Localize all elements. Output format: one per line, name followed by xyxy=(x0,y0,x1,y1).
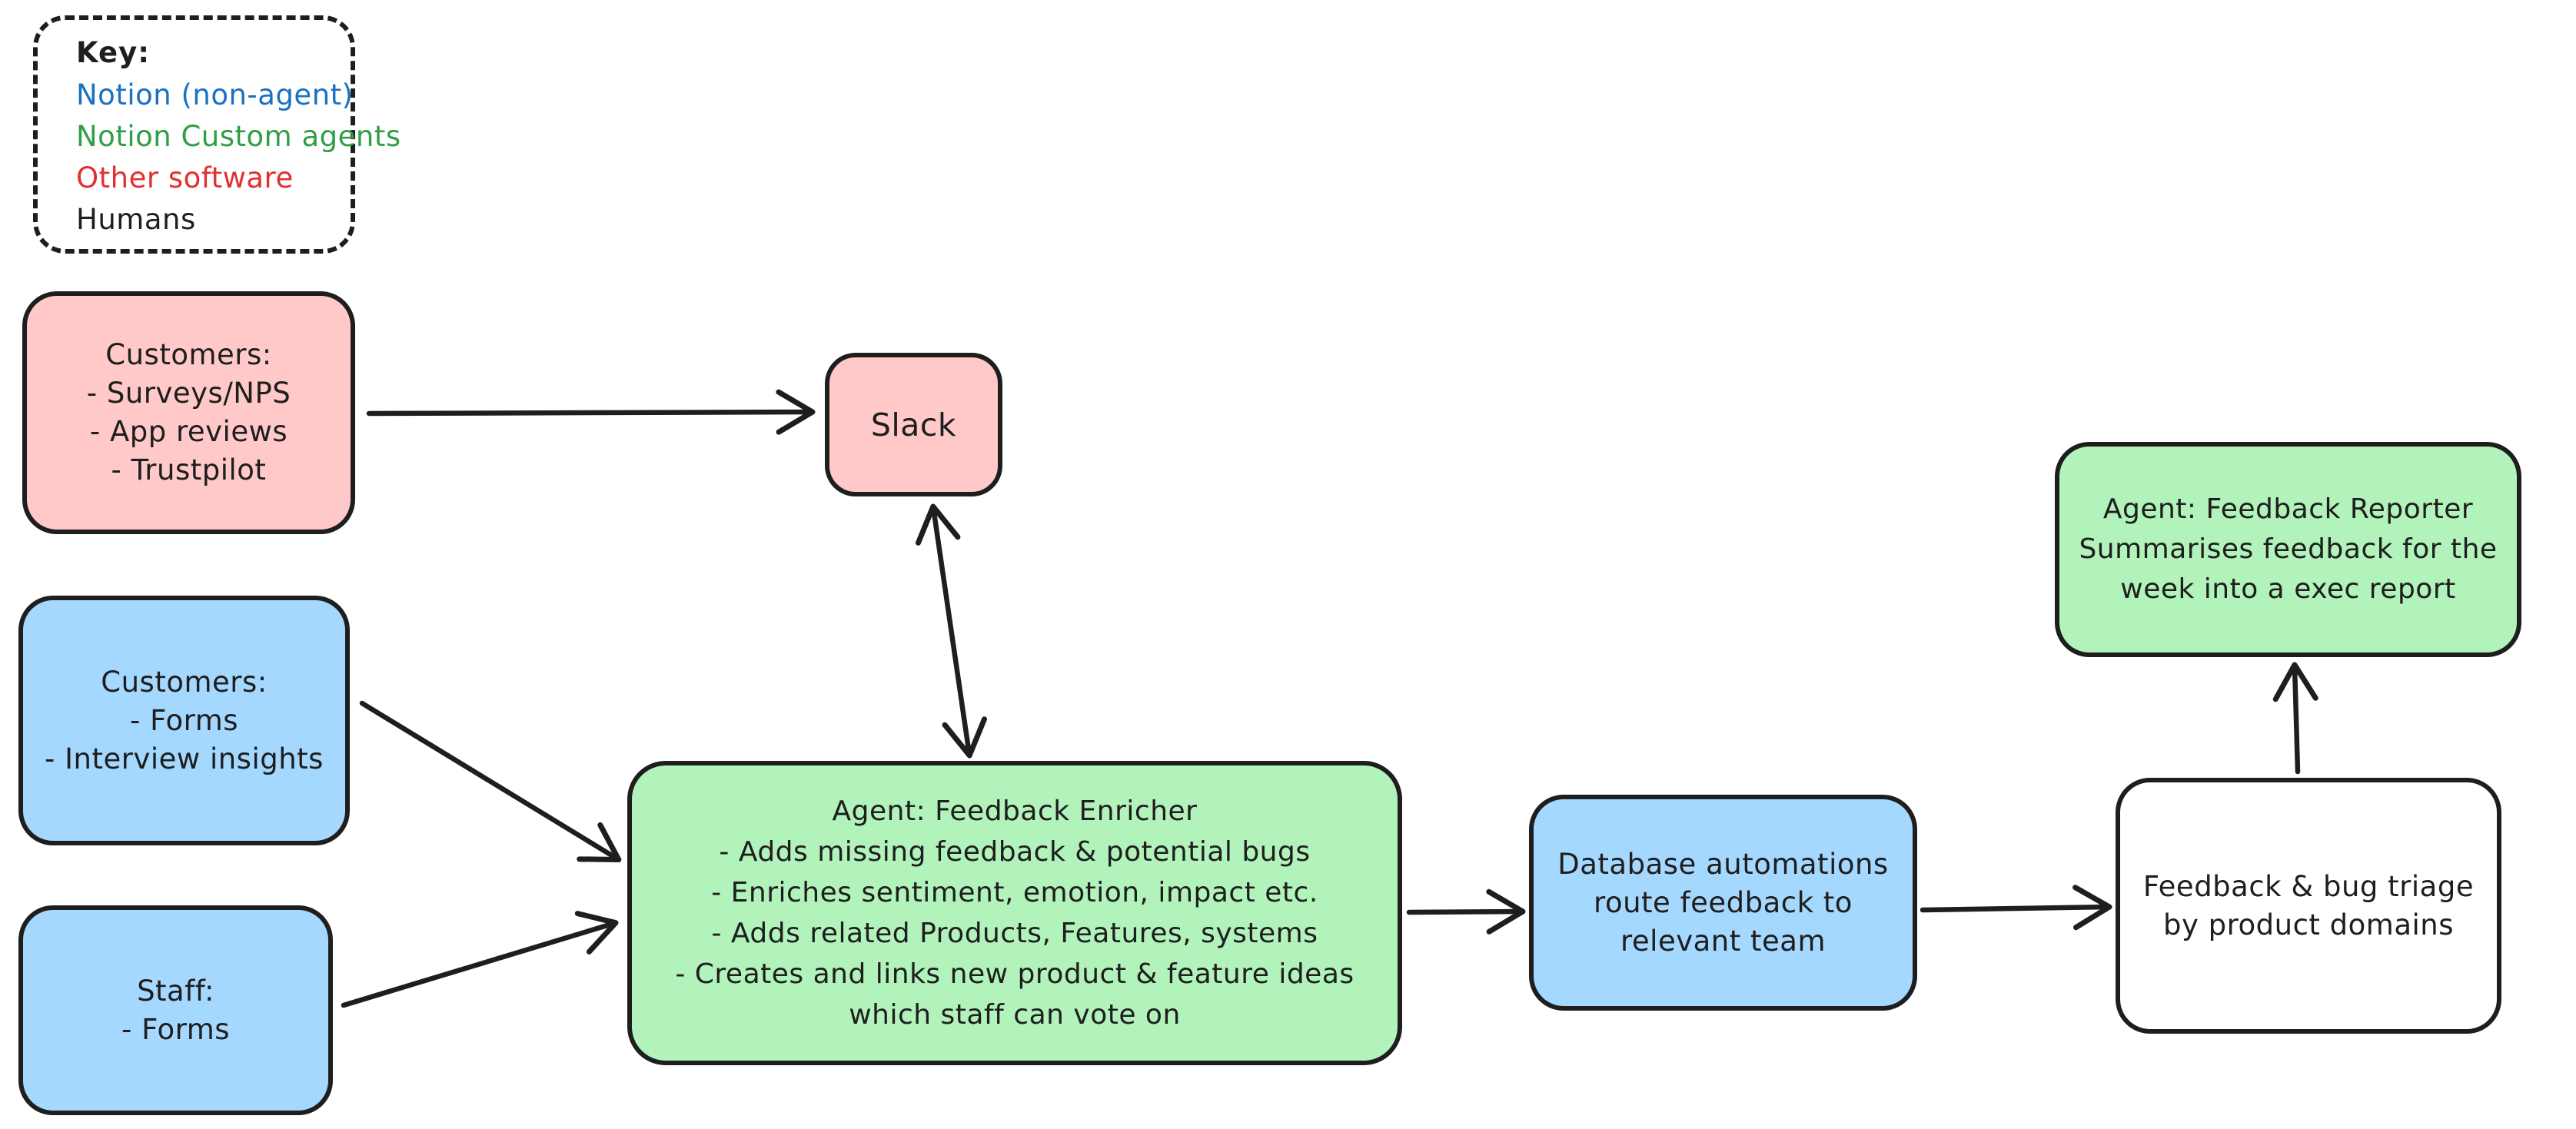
node-line: Feedback & bug triage xyxy=(2142,869,2475,903)
legend-key: Key: Notion (non-agent) Notion Custom ag… xyxy=(33,15,401,254)
node-line: - Surveys/NPS xyxy=(86,377,291,410)
node-line: - Trustpilot xyxy=(111,453,267,486)
arrow-slack-to-feedback-enricher-two-way xyxy=(915,503,988,759)
node-line: - Creates and links new product & featur… xyxy=(675,958,1354,990)
node-line: - Forms xyxy=(129,703,239,737)
arrow-staff-forms-to-feedback-enricher xyxy=(341,911,619,1008)
node-line: Customers: xyxy=(105,338,272,371)
arrow-feedback-triage-to-feedback-reporter xyxy=(2272,662,2318,775)
node-line: route feedback to xyxy=(1594,885,1853,919)
node-line: which staff can vote on xyxy=(849,999,1181,1031)
node-slack: Slack xyxy=(825,353,1002,496)
node-line: - Interview insights xyxy=(45,742,324,775)
node-line: relevant team xyxy=(1620,924,1826,958)
node-line: Agent: Feedback Enricher xyxy=(832,795,1198,827)
node-customers-sources: Customers: - Surveys/NPS - App reviews -… xyxy=(22,291,355,534)
node-agent-feedback-enricher: Agent: Feedback Enricher - Adds missing … xyxy=(627,761,1402,1065)
arrow-customers-sources-to-slack xyxy=(366,389,816,435)
arrow-customers-forms-to-feedback-enricher xyxy=(359,700,622,863)
legend-title: Key: xyxy=(76,36,151,69)
legend-item-notion-non-agent: Notion (non-agent) xyxy=(76,78,354,111)
node-customers-forms: Customers: - Forms - Interview insights xyxy=(18,596,350,845)
node-line: Database automations xyxy=(1557,847,1889,881)
node-line: - App reviews xyxy=(89,415,288,448)
node-line: - Enriches sentiment, emotion, impact et… xyxy=(711,877,1318,908)
node-line: by product domains xyxy=(2162,908,2455,941)
node-line: Slack xyxy=(870,406,957,443)
node-line: - Adds missing feedback & potential bugs xyxy=(719,836,1311,868)
legend-item-humans: Humans xyxy=(76,203,196,236)
node-line: - Adds related Products, Features, syste… xyxy=(711,918,1318,949)
node-staff-forms: Staff: - Forms xyxy=(18,905,333,1115)
node-line: - Forms xyxy=(121,1012,231,1046)
node-line: Customers: xyxy=(101,665,268,699)
node-line: week into a exec report xyxy=(2120,573,2456,605)
node-database-automations: Database automations route feedback to r… xyxy=(1529,795,1917,1011)
node-line: Staff: xyxy=(137,974,214,1008)
arrow-database-automations-to-feedback-triage xyxy=(1920,885,2112,931)
node-line: Summarises feedback for the xyxy=(2079,533,2498,565)
node-feedback-bug-triage: Feedback & bug triage by product domains xyxy=(2116,778,2501,1034)
node-agent-feedback-reporter: Agent: Feedback Reporter Summarises feed… xyxy=(2055,442,2521,657)
node-line: Agent: Feedback Reporter xyxy=(2102,493,2474,525)
legend-item-notion-custom-agents: Notion Custom agents xyxy=(76,120,401,153)
legend-item-other-software: Other software xyxy=(76,161,294,194)
